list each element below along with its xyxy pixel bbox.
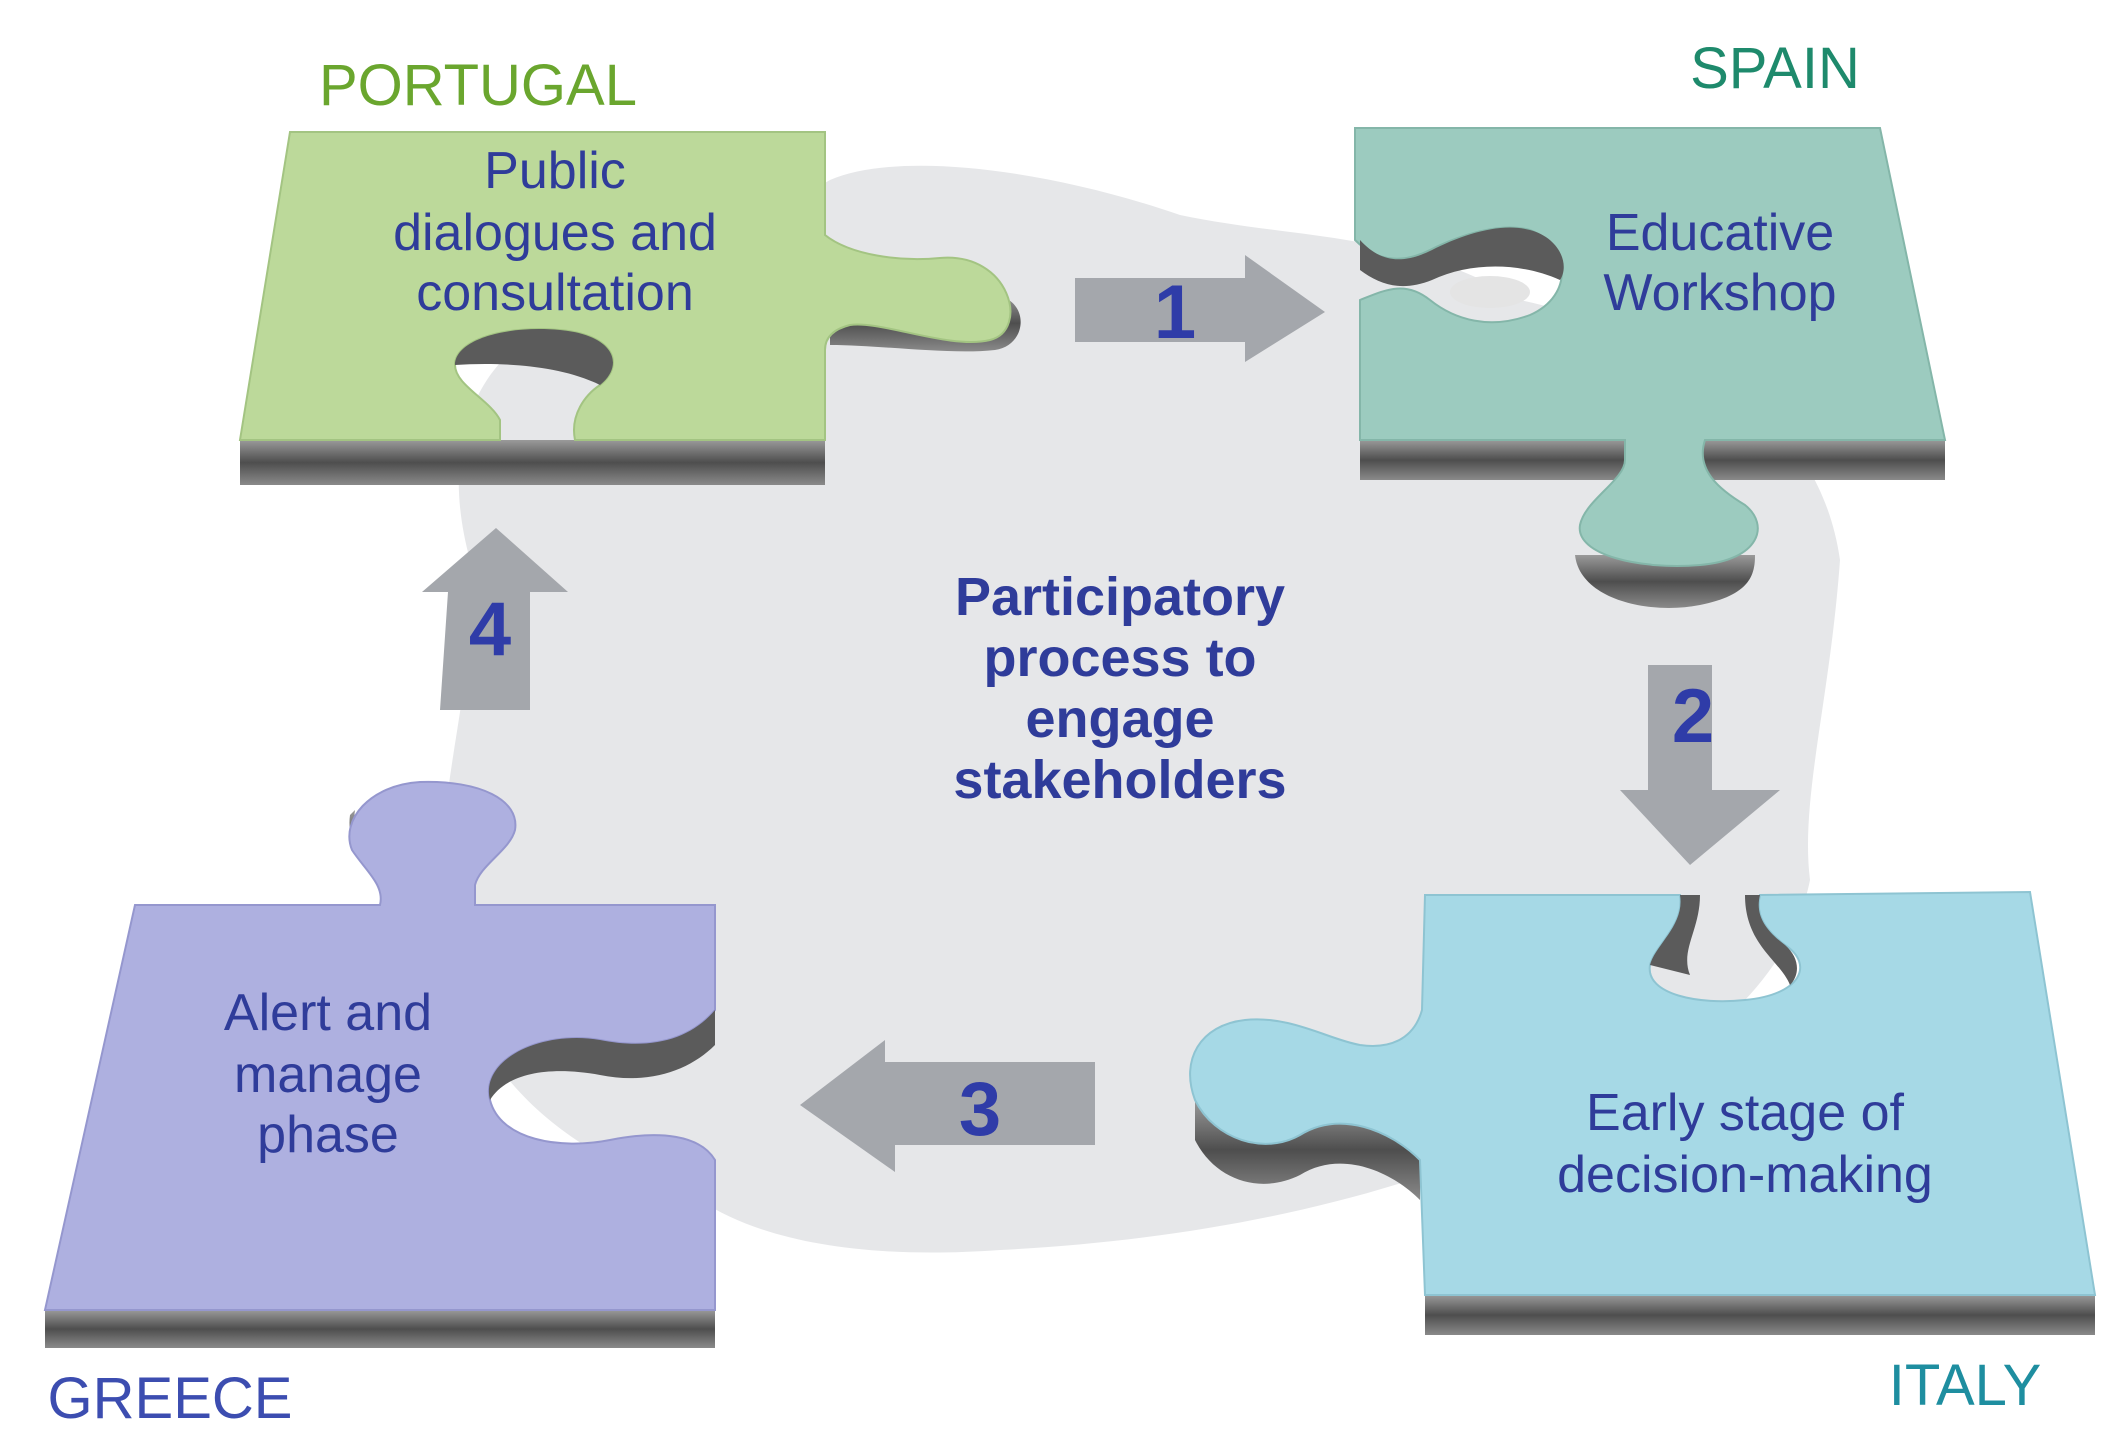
piece-portugal-notch-shade (455, 329, 613, 385)
greece-label-line-1: Alert and (224, 984, 432, 1042)
piece-spain-knob-side (1575, 555, 1755, 608)
arrow-2-shape (1620, 665, 1780, 865)
step-arrow-3: 3 (800, 1040, 1095, 1172)
piece-portugal (238, 131, 1021, 485)
country-label-spain: SPAIN (1690, 36, 1860, 101)
portugal-label-line-3: consultation (416, 264, 694, 322)
spain-label-line-2: Workshop (1603, 264, 1836, 322)
piece-italy-notch-shade (1650, 895, 1700, 975)
piece-italy-side (1425, 1295, 2095, 1335)
step-number-3: 3 (959, 1067, 1001, 1152)
italy-label-line-1: Early stage of (1586, 1084, 1904, 1142)
spain-label-line-1: Educative (1606, 204, 1834, 262)
step-number-2: 2 (1672, 674, 1714, 759)
portugal-label-line-1: Public (484, 142, 626, 200)
center-label-line-4: stakeholders (953, 750, 1286, 810)
step-arrow-1: 1 (1075, 255, 1325, 362)
country-label-greece: GREECE (48, 1366, 293, 1431)
piece-spain-top (1354, 127, 1947, 567)
country-label-italy: ITALY (1889, 1353, 2042, 1418)
arrow-4-shape (422, 528, 568, 710)
step-arrow-4: 4 (422, 528, 568, 710)
piece-greece (43, 780, 716, 1348)
country-label-portugal: PORTUGAL (319, 53, 637, 118)
piece-spain-notch-shade (1360, 227, 1564, 287)
center-label-line-2: process to (983, 628, 1256, 688)
piece-italy-top (1189, 890, 2097, 1296)
piece-greece-notch-shade (488, 1010, 715, 1100)
piece-portugal-side (240, 440, 825, 485)
piece-greece-side (45, 1310, 715, 1348)
piece-spain (1354, 127, 1947, 608)
italy-label-line-2: decision-making (1557, 1146, 1933, 1204)
greece-label-line-2: manage (234, 1046, 422, 1104)
center-label-line-3: engage (1025, 689, 1214, 749)
step-number-1: 1 (1154, 270, 1196, 355)
arrow-3-shape (800, 1040, 1095, 1172)
portugal-label-line-2: dialogues and (393, 204, 717, 262)
step-arrow-2: 2 (1620, 665, 1780, 865)
piece-italy-knob-side (1195, 1100, 1420, 1200)
piece-greece-top (43, 780, 716, 1311)
piece-italy-notch-shade-2 (1745, 895, 1797, 985)
arrow-1-shape (1075, 255, 1325, 362)
step-number-4: 4 (469, 587, 511, 672)
center-label-line-1: Participatory (955, 567, 1285, 627)
piece-spain-notch-highlight (1450, 276, 1530, 308)
piece-italy (1189, 890, 2097, 1335)
greece-label-line-3: phase (257, 1106, 399, 1164)
